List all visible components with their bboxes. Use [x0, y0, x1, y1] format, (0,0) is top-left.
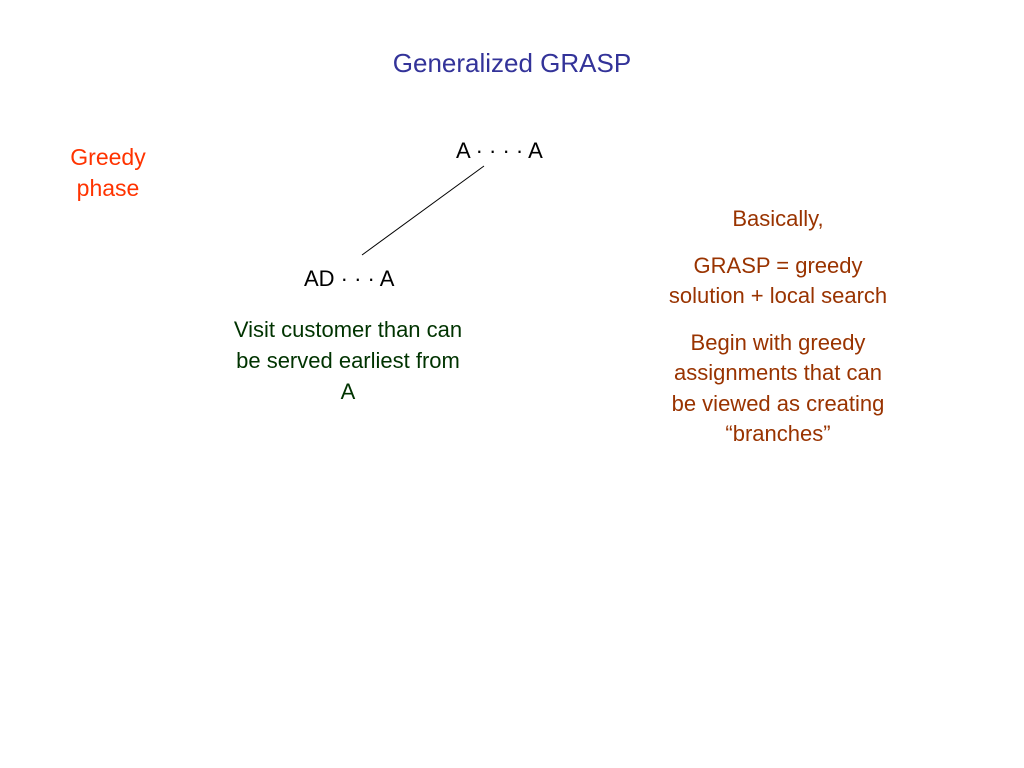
phase-label: Greedy phase — [48, 142, 168, 204]
notes-block: Basically, GRASP = greedy solution + loc… — [668, 204, 888, 466]
slide-title: Generalized GRASP — [392, 48, 632, 78]
tree-child-node: AD · · · A — [304, 266, 395, 291]
notes-definition: GRASP = greedy solution + local search — [668, 252, 888, 309]
tree-root-node: A · · · · A — [456, 138, 543, 163]
notes-heading: Basically, — [732, 206, 824, 231]
tree-edge — [361, 165, 485, 256]
child-node-caption: Visit customer than can be served earlie… — [233, 317, 463, 404]
phase-label-text: Greedy phase — [70, 144, 146, 201]
notes-explanation: Begin with greedy assignments that can b… — [671, 329, 885, 447]
